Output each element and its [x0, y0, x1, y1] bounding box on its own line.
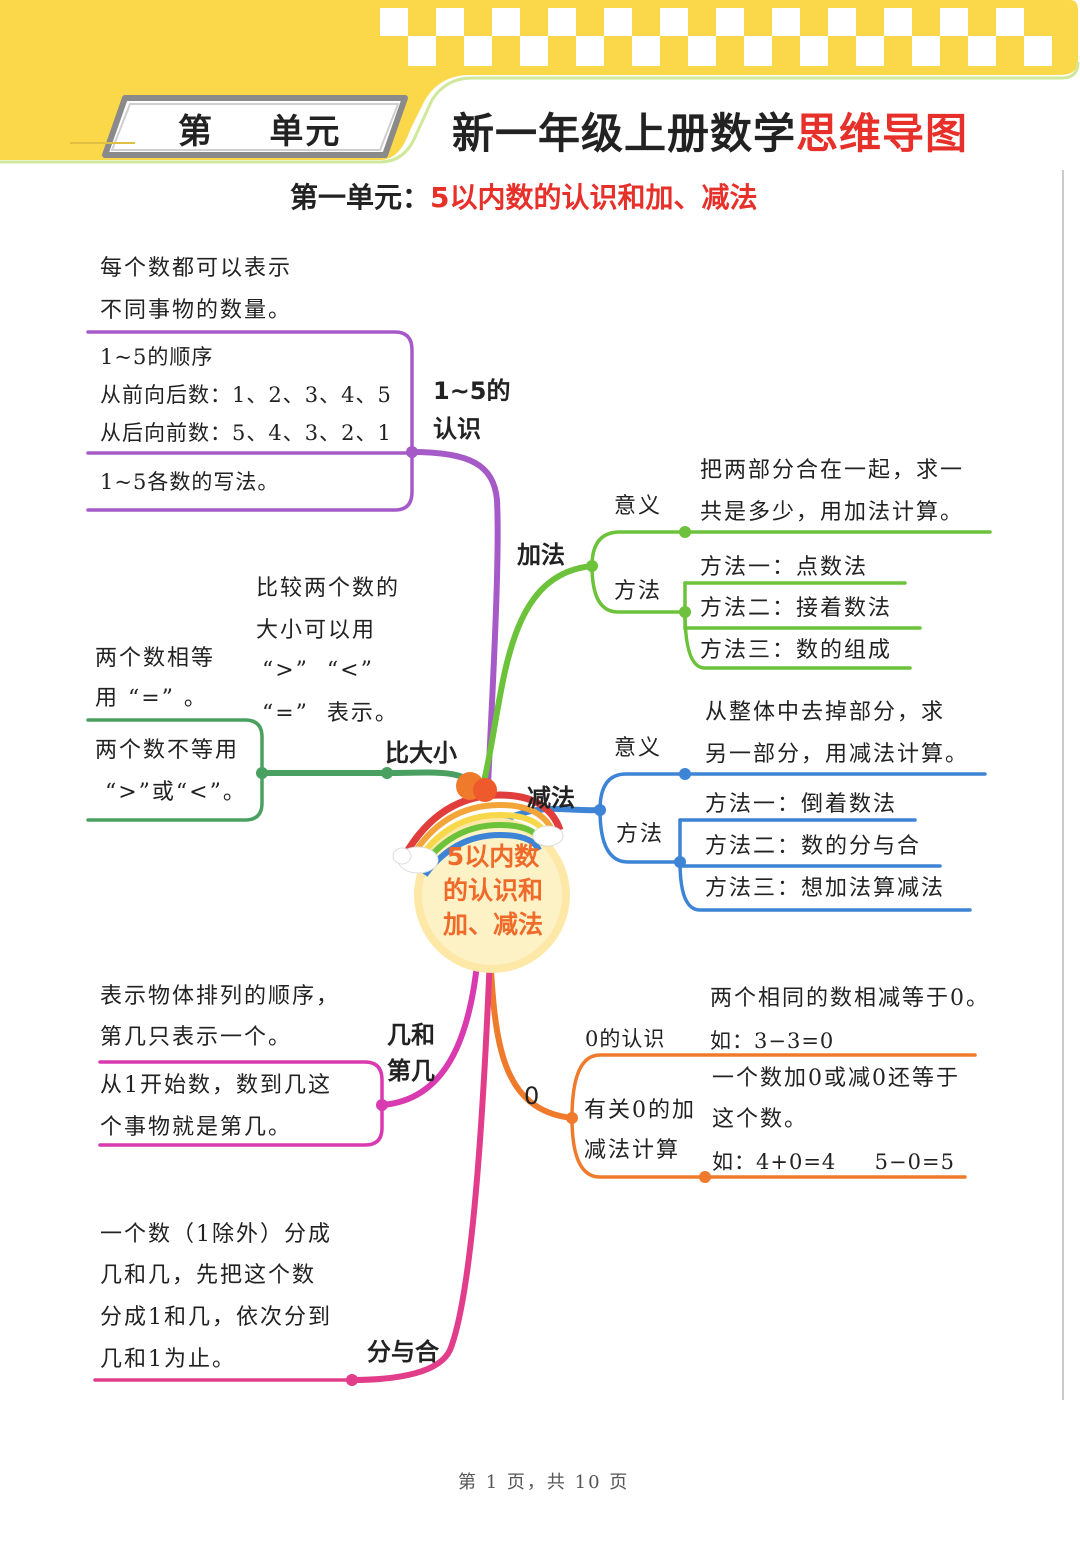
- subtitle-red: 5以内数的认识和加、减法: [430, 181, 758, 214]
- page-footer: 第 1 页，共 10 页: [458, 1472, 630, 1493]
- zero-know-l1: 两个相同的数相减等于0。: [710, 986, 990, 1011]
- center-node: 5以内数 的认识和 加、减法: [418, 840, 568, 942]
- zero-know-l2: 如：3−3=0: [710, 1029, 835, 1053]
- branch-label-ordinal: 几和 第几: [387, 1017, 435, 1089]
- branch-label-recognize-l2: 认识: [433, 415, 481, 443]
- branch-label-addition: 加法: [517, 541, 565, 569]
- recognize-order-forward: 从前向后数：1、2、3、4、5: [100, 383, 392, 407]
- ordinal-count-l1: 从1开始数，数到几这: [100, 1073, 332, 1098]
- center-line-2: 的认识和: [442, 876, 543, 905]
- subtitle-black: 第一单元：: [290, 181, 431, 214]
- unit-badge: 第 单元: [178, 112, 342, 152]
- split-l3: 分成1和几，依次分到: [100, 1305, 332, 1330]
- compare-note-l4: “=” 表示。: [262, 701, 399, 726]
- compare-note-l3: “>” “<”: [262, 658, 374, 683]
- ordinal-count-l2: 个事物就是第几。: [100, 1115, 293, 1140]
- compare-note-l1: 比较两个数的: [256, 576, 401, 601]
- compare-note-l2: 大小可以用: [256, 618, 377, 643]
- branch-label-zero: 0: [524, 1082, 540, 1110]
- split-l4: 几和1为止。: [100, 1347, 236, 1372]
- center-line-1: 5以内数: [446, 842, 540, 871]
- addition-method-1: 方法一：点数法: [700, 555, 869, 580]
- header-banner: [0, 0, 1080, 164]
- subtraction-meaning-l2: 另一部分，用减法计算。: [705, 742, 970, 767]
- page-title-red: 思维导图: [796, 109, 969, 158]
- recognize-writing: 1~5各数的写法。: [100, 470, 280, 494]
- center-line-3: 加、减法: [442, 910, 543, 939]
- zero-know-label: 0的认识: [585, 1027, 666, 1051]
- zero-calc-label-l1: 有关0的加: [584, 1098, 696, 1123]
- addition-method-3: 方法三：数的组成: [700, 638, 893, 663]
- addition-meaning-l2: 共是多少，用加法计算。: [700, 500, 965, 525]
- branch-label-split: 分与合: [367, 1338, 439, 1366]
- addition-meaning-label: 意义: [614, 494, 663, 519]
- zero-calc-label-l2: 减法计算: [584, 1138, 681, 1163]
- ordinal-note-l1: 表示物体排列的顺序，: [100, 984, 341, 1009]
- page-title-black: 新一年级上册数学: [452, 109, 797, 158]
- branch-label-ordinal-l2: 第几: [387, 1057, 435, 1085]
- compare-unequal-l1: 两个数不等用: [95, 738, 240, 763]
- subtraction-method-label: 方法: [616, 822, 665, 847]
- zero-calc-l1: 一个数加0或减0还等于: [712, 1066, 960, 1091]
- page-subtitle: 第一单元：5以内数的认识和加、减法: [290, 176, 758, 216]
- branch-label-ordinal-l1: 几和: [387, 1021, 435, 1049]
- subtraction-method-2: 方法二：数的分与合: [705, 834, 922, 859]
- branch-label-compare: 比大小: [385, 739, 457, 767]
- recognize-note-l1: 每个数都可以表示: [100, 256, 293, 281]
- subtraction-method-1: 方法一：倒着数法: [705, 792, 898, 817]
- branch-label-recognize: 1~5的 认识: [433, 372, 511, 448]
- zero-calc-l2: 这个数。: [712, 1107, 809, 1132]
- branch-label-subtraction: 减法: [527, 784, 575, 812]
- subtraction-meaning-l1: 从整体中去掉部分，求: [705, 700, 946, 725]
- page-title: 新一年级上册数学思维导图: [452, 100, 968, 161]
- compare-equal-l1: 两个数相等: [95, 646, 216, 671]
- recognize-note-l2: 不同事物的数量。: [100, 298, 293, 323]
- center-node-shape: [392, 170, 1064, 1400]
- split-l2: 几和几，先把这个数: [100, 1263, 317, 1288]
- addition-method-label: 方法: [614, 579, 663, 604]
- ordinal-note-l2: 第几只表示一个。: [100, 1025, 293, 1050]
- split-l1: 一个数（1除外）分成: [100, 1222, 332, 1247]
- compare-equal-l2: 用 “=” 。: [95, 686, 208, 711]
- subtraction-method-3: 方法三：想加法算减法: [705, 876, 946, 901]
- branch-label-recognize-l1: 1~5的: [433, 377, 511, 405]
- recognize-order-backward: 从后向前数：5、4、3、2、1: [100, 421, 392, 445]
- compare-unequal-l2: “>”或“<”。: [105, 780, 247, 805]
- subtraction-meaning-label: 意义: [614, 736, 663, 761]
- zero-calc-l3: 如：4+0=4 5−0=5: [712, 1150, 955, 1174]
- recognize-order-title: 1~5的顺序: [100, 345, 214, 369]
- addition-meaning-l1: 把两部分合在一起，求一: [700, 458, 965, 483]
- addition-method-2: 方法二：接着数法: [700, 596, 893, 621]
